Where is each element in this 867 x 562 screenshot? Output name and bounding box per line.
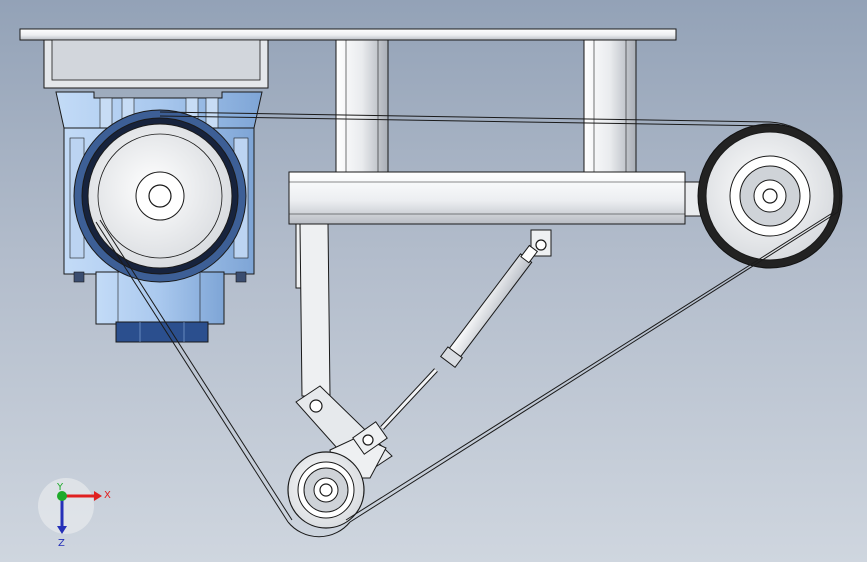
tension-pulley bbox=[287, 451, 365, 529]
z-axis-label: Z bbox=[58, 538, 65, 549]
left-column bbox=[335, 39, 389, 173]
y-axis-dot bbox=[57, 491, 67, 501]
belt bbox=[95, 111, 841, 538]
motor-bracket bbox=[43, 39, 269, 89]
swing-arm bbox=[295, 223, 393, 479]
tensioner-cylinder bbox=[352, 229, 552, 455]
coordinate-triad: X Y Z bbox=[38, 478, 111, 549]
right-column bbox=[583, 39, 637, 173]
top-plate bbox=[19, 28, 677, 41]
support-beam bbox=[288, 171, 708, 225]
x-axis-label: X bbox=[104, 490, 111, 501]
drive-pulley bbox=[73, 109, 247, 283]
y-axis-label: Y bbox=[56, 482, 64, 493]
